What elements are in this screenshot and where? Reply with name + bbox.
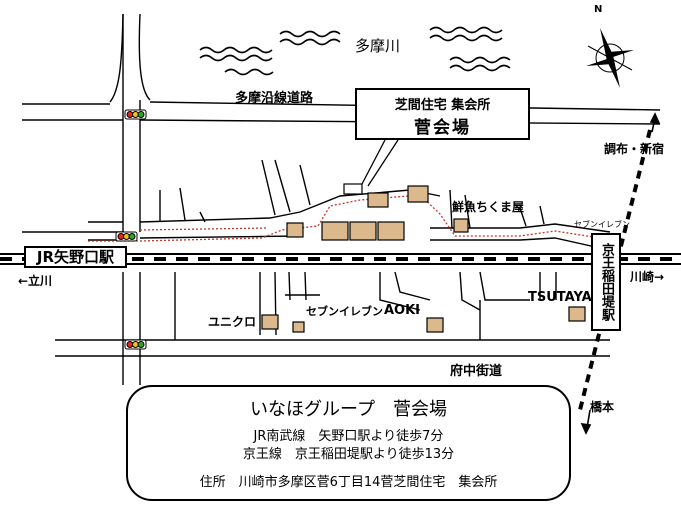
info-access-jr: JR南武線 矢野口駅より徒歩7分 [253,429,444,444]
info-access-keio: 京王線 京王稲田堤駅より徒歩13分 [242,447,455,462]
road-label-fuchu: 府中街道 [450,364,503,379]
direction-kawasaki: 川崎→ [630,270,665,284]
jr-yanokuchi-station: JR矢野口駅 [24,246,127,268]
landmark-aoki: AOKI [384,303,421,318]
landmark-seven-right: セブンイレブン [574,220,630,229]
river-waves [199,26,511,76]
traffic-lights [115,109,147,350]
buildings [261,183,586,333]
road-label-tama: 多摩沿線道路 [235,91,314,106]
landmark-tsutaya: TSUTAYA [528,290,592,305]
info-title: いなほグループ 菅会場 [250,399,447,420]
direction-tachikawa: ←立川 [18,274,53,288]
venue-callout: 芝間住宅 集会所 菅会場 [355,88,530,140]
direction-chofu: 調布・新宿 [604,142,665,156]
venue-subtitle: 芝間住宅 集会所 [394,98,491,113]
direction-arrows [580,112,661,435]
river-label: 多摩川 [355,37,401,55]
landmark-sengyo: 鮮魚ちくま屋 [452,200,525,214]
compass-north-label: N [594,4,603,15]
direction-hashimoto: 橋本 [590,400,615,414]
keio-inadazutsumi-station: 京王稲田堤駅 [591,233,621,331]
compass-icon [586,28,634,88]
venue-info-box: いなほグループ 菅会場 JR南武線 矢野口駅より徒歩7分 京王線 京王稲田堤駅よ… [126,385,571,501]
callout-pointer [361,139,399,187]
info-address: 住所 川崎市多摩区菅6丁目14菅芝間住宅 集会所 [199,475,498,490]
venue-title: 菅会場 [414,118,471,138]
landmark-uniqlo: ユニクロ [208,315,257,329]
roads [22,13,661,385]
walking-route [88,194,601,242]
landmark-seven-center: セブンイレブン [306,305,383,318]
